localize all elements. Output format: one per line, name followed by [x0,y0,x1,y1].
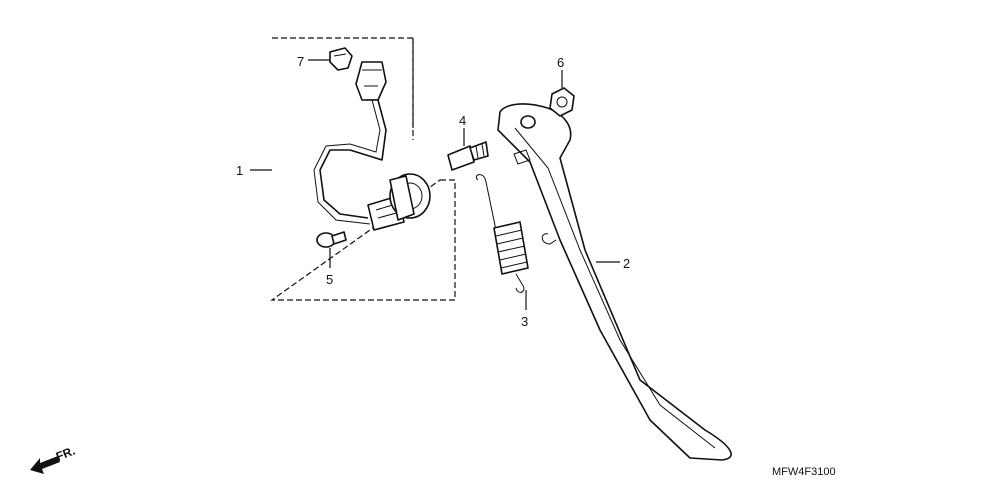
callout-4: 4 [459,113,466,128]
callout-5: 5 [326,272,333,287]
spring-part-3 [475,174,529,293]
front-direction-arrow-icon [30,456,60,474]
nut-part-6 [549,87,575,117]
clip-part [329,47,353,71]
diagram-code: MFW4F3100 [772,466,836,478]
side-stand-part-2 [497,103,732,461]
callout-6: 6 [557,55,564,70]
callout-3: 3 [521,314,528,329]
pivot-bolt-part-4 [447,141,489,171]
direction-label: FR. [54,444,77,464]
callout-1: 1 [236,163,243,178]
callout-2: 2 [623,256,630,271]
side-stand-switch [313,61,431,231]
bolt-part-5 [316,231,347,248]
callout-7: 7 [297,54,304,69]
